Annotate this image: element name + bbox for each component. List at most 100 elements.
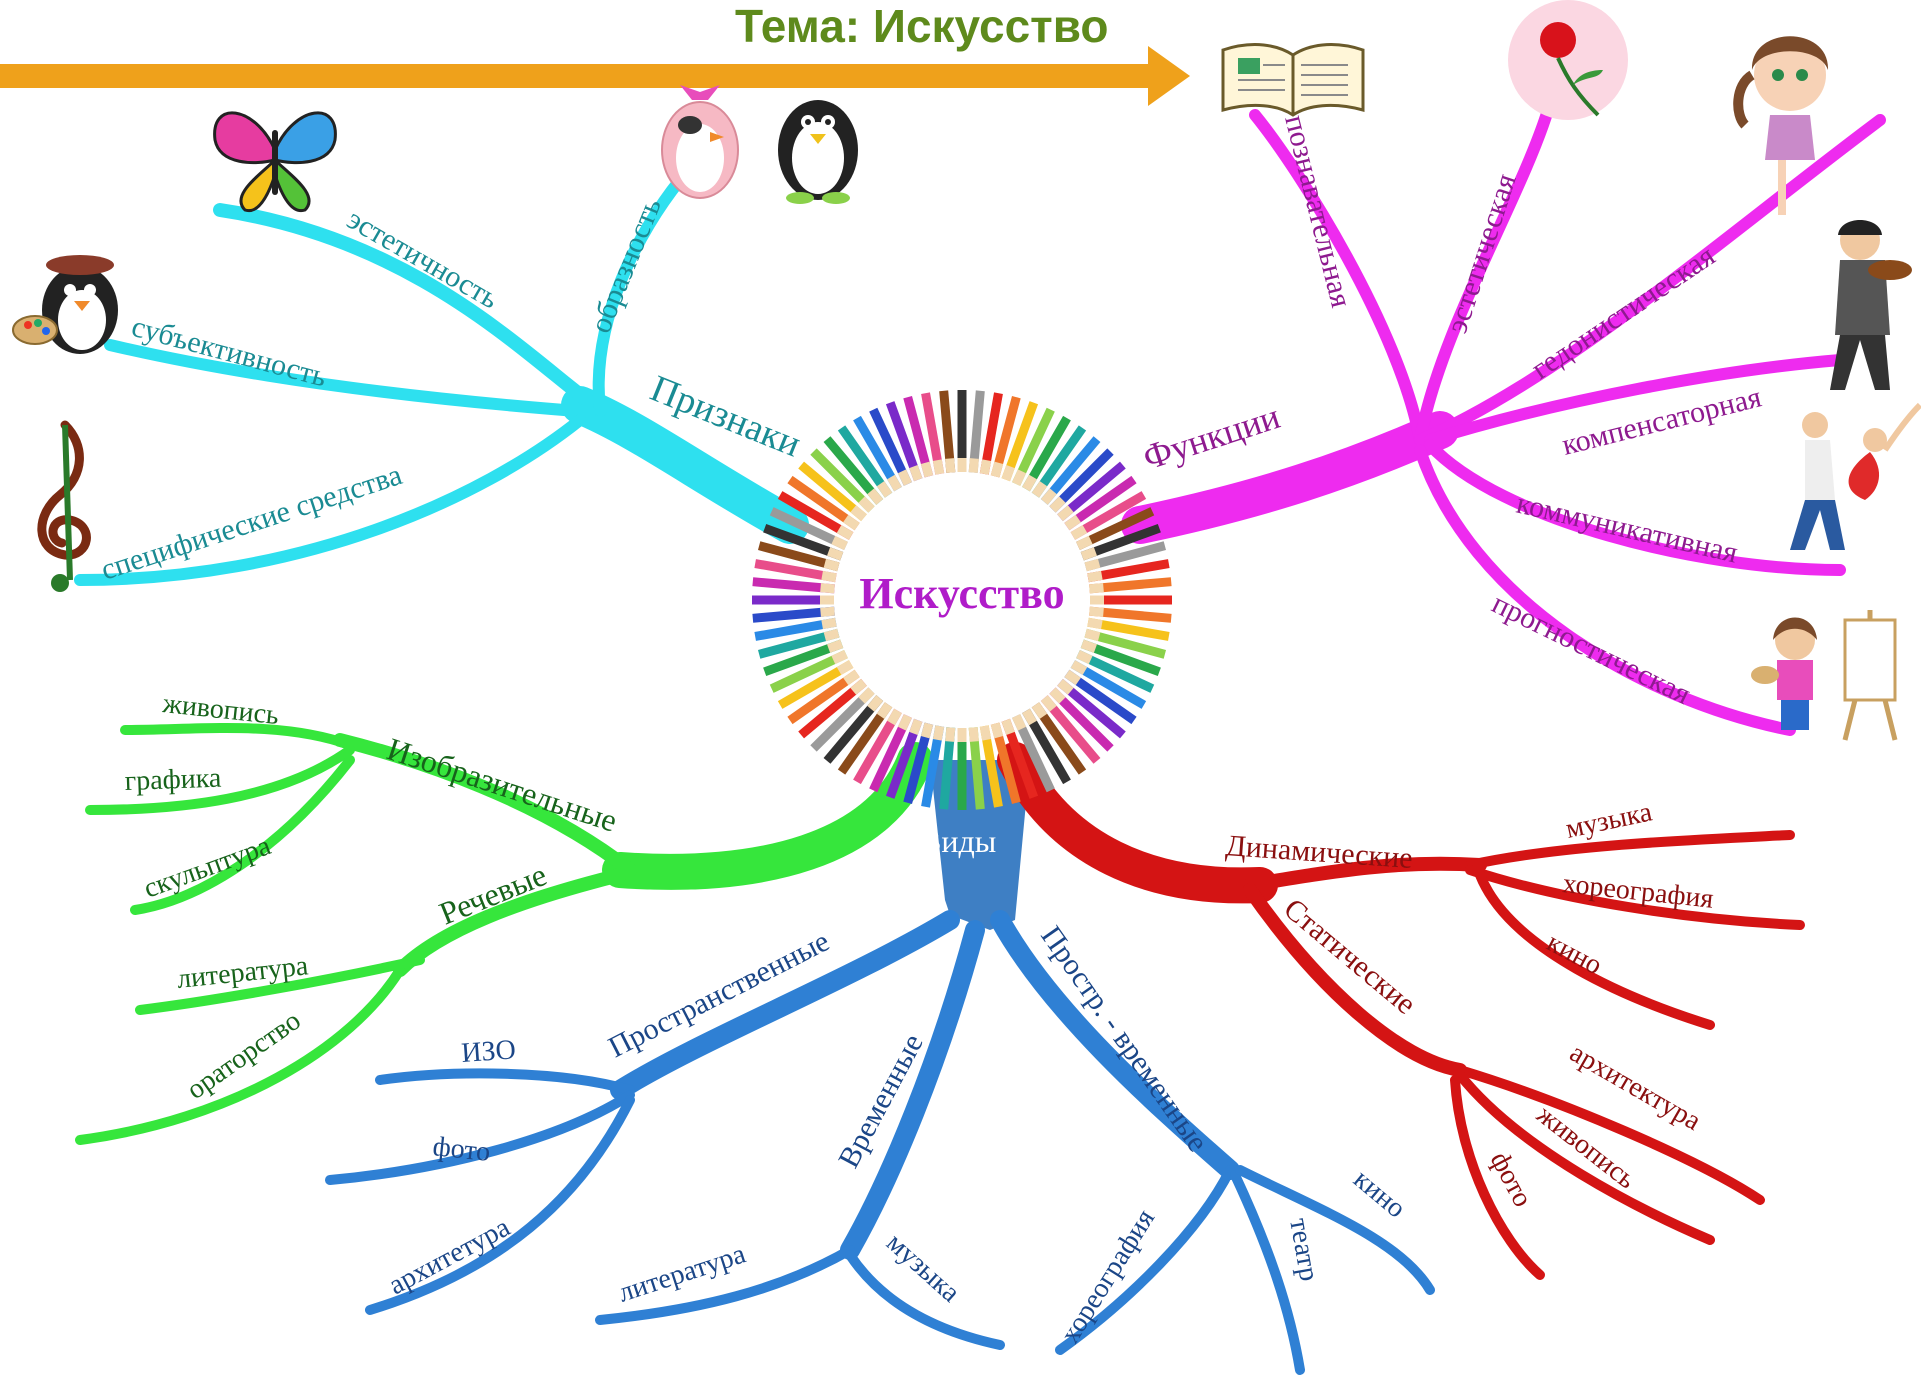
pencil-tip: [1087, 570, 1103, 583]
pencil-tip: [1064, 669, 1081, 686]
pencil-tip: [1070, 525, 1088, 540]
pencil-tip: [836, 525, 854, 540]
pencil-tip: [1022, 708, 1037, 726]
pencil-tip: [932, 725, 945, 741]
pencil-tip: [836, 660, 854, 675]
visual-item-sculpture: скульптура: [140, 830, 276, 905]
pencil-tip: [1031, 481, 1048, 498]
pencil-tip: [897, 714, 912, 731]
pencil-tip: [831, 650, 848, 665]
penguin-girl-icon: [661, 85, 739, 199]
pencil-tip: [858, 687, 875, 704]
pencil-tip: [876, 702, 893, 719]
pencil-tip: [968, 458, 979, 473]
pencil-tip: [820, 606, 835, 617]
functions-labels: Функции познавательная эстетическая гедо…: [1138, 112, 1765, 712]
topic-header: Тема: Искусство: [0, 0, 1190, 106]
rose-icon: [1508, 0, 1628, 120]
pencil-tip: [827, 547, 844, 561]
pencil-tip: [968, 727, 979, 742]
pencil-tip: [1012, 469, 1027, 486]
pencil-tip: [897, 469, 912, 486]
pencil-tip: [1001, 465, 1015, 482]
pencil-tip: [945, 458, 956, 473]
center-circle: [840, 478, 1084, 722]
branch-functions: [1121, 104, 1886, 736]
function-item-prognostic: прогностическая: [1487, 587, 1696, 712]
center-label: Искусство: [859, 569, 1064, 618]
pencil-tip: [1080, 547, 1097, 561]
violinist-icon: [1830, 220, 1912, 390]
pencil-tip: [1040, 695, 1057, 712]
pencil-tip: [979, 725, 992, 741]
pencil-tip: [990, 461, 1004, 478]
pencil-tip: [1089, 606, 1104, 617]
spatial-item-izo: ИЗО: [460, 1034, 516, 1069]
topic-arrow-head: [1148, 46, 1190, 106]
pencil-tip: [1076, 535, 1093, 550]
pencil-tip: [990, 722, 1004, 739]
pencil-tip: [1084, 628, 1101, 642]
pencil-tip: [1012, 714, 1027, 731]
pencil-tip: [887, 474, 902, 492]
pencil-tip: [920, 722, 934, 739]
pencil-tip: [850, 505, 867, 522]
pencil-tip: [909, 718, 923, 735]
open-book-icon: [1221, 43, 1365, 117]
function-item-cognitive: познавательная: [1278, 112, 1358, 311]
spatial-item-photo: фото: [431, 1131, 492, 1168]
pencil-tip: [1084, 558, 1101, 572]
function-item-compensatory: компенсаторная: [1559, 380, 1765, 461]
pencil-tip: [1089, 583, 1104, 594]
pencil-tip: [945, 727, 956, 742]
topic-title: Тема: Искусство: [735, 0, 1108, 52]
pencil-tip: [1087, 617, 1103, 630]
function-item-hedonistic: гедонистическая: [1525, 239, 1721, 386]
visual-title: Изобразительные: [383, 730, 622, 838]
pencil-tip: [821, 570, 837, 583]
spatiotemporal-title: Простр. - временные: [1034, 920, 1214, 1158]
colored-pencils-icon: [752, 390, 1172, 810]
pencil-tip: [1080, 639, 1097, 653]
pencil-tip: [909, 465, 923, 482]
branch-types: [325, 760, 1435, 1375]
child-painter-icon: [1751, 610, 1898, 741]
pencil-tip: [823, 628, 840, 642]
functions-title: Функции: [1138, 396, 1284, 478]
pencil-tip: [850, 678, 867, 695]
types-title: Виды: [920, 823, 996, 859]
spatiotemporal-item-theatre: театр: [1283, 1216, 1325, 1284]
pencil-tip: [979, 459, 992, 475]
pencil-tip: [867, 488, 884, 505]
pencil-tip: [1057, 505, 1074, 522]
spatiotemporal-item-cinema: кино: [1348, 1164, 1412, 1225]
dancers-icon: [1790, 402, 1921, 550]
visual-item-graphics: графика: [124, 763, 222, 797]
pencil-tip: [843, 669, 860, 686]
pencil-tip: [887, 708, 902, 726]
feature-item-imagery: образность: [584, 193, 668, 337]
pencil-tip: [867, 695, 884, 712]
penguin-boy-icon: [778, 100, 858, 204]
pencil-tip: [1064, 514, 1081, 531]
pencil-tip: [1076, 650, 1093, 665]
pencil-tip: [1031, 702, 1048, 719]
pencil-tip: [843, 514, 860, 531]
pencil-tip: [876, 481, 893, 498]
penguin-artist-icon: [12, 255, 118, 354]
girl-icon: [1733, 36, 1829, 215]
pencil-tip: [820, 583, 835, 594]
features-labels: Признаки эстетичность образность субъект…: [97, 193, 807, 586]
pencil-tip: [1022, 474, 1037, 492]
pencil-tip: [821, 617, 837, 630]
pencil-tip: [1040, 488, 1057, 505]
pencil-tip: [920, 461, 934, 478]
pencil-tip: [831, 535, 848, 550]
static-item-architecture: архитектура: [1565, 1037, 1707, 1137]
pencil-tip: [823, 558, 840, 572]
pencil-tip: [1057, 678, 1074, 695]
dynamic-item-music: музыка: [1563, 796, 1655, 845]
pencil-tip: [932, 459, 945, 475]
pencil-tip: [827, 639, 844, 653]
